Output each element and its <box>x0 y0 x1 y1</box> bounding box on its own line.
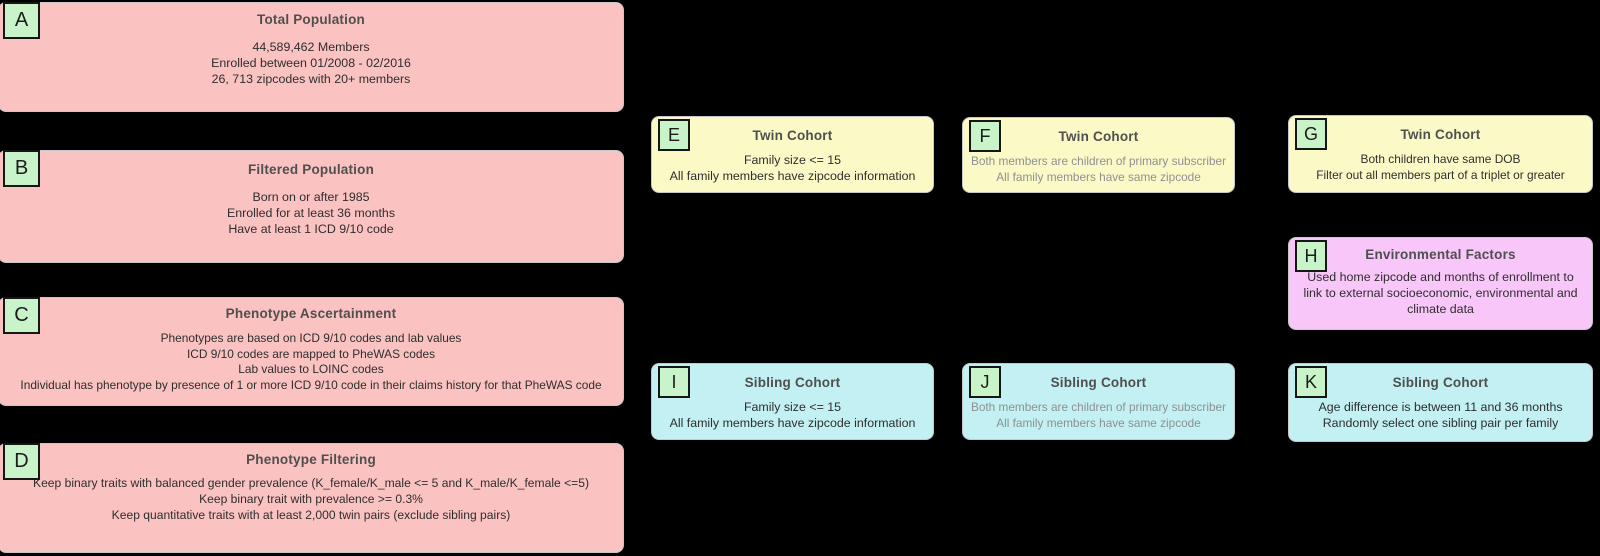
node-body: Family size <= 15 All family members hav… <box>652 152 933 184</box>
node-title: Twin Cohort <box>1400 127 1481 142</box>
node-body: Age difference is between 11 and 36 mont… <box>1289 399 1592 431</box>
node-filtered-population: B Filtered Population Born on or after 1… <box>0 150 624 263</box>
node-title: Phenotype Filtering <box>246 452 376 467</box>
node-title: Filtered Population <box>247 162 375 177</box>
node-text-line: Both members are children of primary sub… <box>970 400 1227 414</box>
node-label-f: F <box>969 120 1001 152</box>
node-text-line: ICD 9/10 codes are mapped to PheWAS code… <box>186 346 436 361</box>
node-label-k: K <box>1295 366 1327 398</box>
node-text-line: Keep binary traits with balanced gender … <box>33 476 589 490</box>
node-text-line: All family members have same zipcode <box>996 416 1201 430</box>
node-body: Used home zipcode and months of enrollme… <box>1289 269 1592 317</box>
node-body: Keep binary traits with balanced gender … <box>0 475 623 523</box>
node-body: 44,589,462 Members Enrolled between 01/2… <box>0 39 623 87</box>
node-phenotype-filtering: D Phenotype Filtering Keep binary traits… <box>0 443 624 553</box>
node-sibling-cohort-i: I Sibling Cohort Family size <= 15 All f… <box>651 363 934 440</box>
node-body: Phenotypes are based on ICD 9/10 codes a… <box>0 331 623 393</box>
node-text-line: All family members have same zipcode <box>996 170 1201 184</box>
node-text-line: Family size <= 15 <box>743 400 842 414</box>
node-text-line: Have at least 1 ICD 9/10 code <box>228 222 394 236</box>
node-text-line: Randomly select one sibling pair per fam… <box>1322 416 1559 430</box>
node-text-line: Filter out all members part of a triplet… <box>1316 168 1565 182</box>
node-label-j: J <box>969 366 1001 398</box>
node-text-line: 44,589,462 Members <box>252 40 370 54</box>
node-text-line: link to external socioeconomic, environm… <box>1303 286 1578 300</box>
node-text-line: Enrolled for at least 36 months <box>226 206 396 220</box>
node-text-line: Keep binary trait with prevalence >= 0.3… <box>199 492 423 506</box>
node-body: Both members are children of primary sub… <box>963 399 1234 431</box>
node-text-line: Age difference is between 11 and 36 mont… <box>1318 400 1563 414</box>
node-title: Environmental Factors <box>1365 247 1516 262</box>
node-title: Twin Cohort <box>1058 129 1139 144</box>
node-title: Twin Cohort <box>752 128 833 143</box>
node-twin-cohort-f: F Twin Cohort Both members are children … <box>962 117 1235 193</box>
node-total-population: A Total Population 44,589,462 Members En… <box>0 2 624 112</box>
node-title: Sibling Cohort <box>1392 375 1489 390</box>
node-twin-cohort-e: E Twin Cohort Family size <= 15 All fami… <box>651 116 934 193</box>
node-text-line: Keep quantitative traits with at least 2… <box>111 508 511 522</box>
node-label-b: B <box>3 150 40 187</box>
node-phenotype-ascertainment: C Phenotype Ascertainment Phenotypes are… <box>0 297 624 406</box>
node-text-line: Lab values to LOINC codes <box>238 362 384 376</box>
node-body: Both members are children of primary sub… <box>963 153 1234 185</box>
node-sibling-cohort-j: J Sibling Cohort Both members are childr… <box>962 363 1235 440</box>
node-text-line: Family size <= 15 <box>743 153 842 167</box>
node-twin-cohort-g: G Twin Cohort Both children have same DO… <box>1288 115 1593 193</box>
node-sibling-cohort-k: K Sibling Cohort Age difference is betwe… <box>1288 363 1593 442</box>
node-text-line: Used home zipcode and months of enrollme… <box>1307 270 1574 284</box>
node-text-line: Both members are children of primary sub… <box>970 154 1227 168</box>
node-text-line: Individual has phenotype by presence of … <box>20 377 602 392</box>
node-label-i: I <box>658 366 690 398</box>
node-title: Total Population <box>257 12 365 27</box>
node-text-line: Both children have same DOB <box>1360 152 1521 166</box>
node-text-line: climate data <box>1407 302 1474 316</box>
node-text-line: Enrolled between 01/2008 - 02/2016 <box>211 56 411 70</box>
node-body: Born on or after 1985 Enrolled for at le… <box>0 189 623 237</box>
node-body: Both children have same DOB Filter out a… <box>1289 151 1592 183</box>
node-body: Family size <= 15 All family members hav… <box>652 399 933 431</box>
node-label-a: A <box>3 2 40 39</box>
node-text-line: Phenotypes are based on ICD 9/10 codes a… <box>160 331 462 345</box>
node-text-line: 26, 713 zipcodes with 20+ members <box>211 72 411 86</box>
node-label-h: H <box>1295 240 1327 272</box>
node-label-e: E <box>658 119 690 151</box>
node-title: Sibling Cohort <box>1050 375 1147 390</box>
node-label-g: G <box>1295 118 1327 150</box>
node-label-d: D <box>3 443 40 480</box>
node-title: Phenotype Ascertainment <box>225 306 397 321</box>
node-environmental-factors: H Environmental Factors Used home zipcod… <box>1288 237 1593 330</box>
node-text-line: All family members have zipcode informat… <box>669 169 916 183</box>
node-title: Sibling Cohort <box>744 375 841 390</box>
node-text-line: Born on or after 1985 <box>252 190 370 204</box>
node-label-c: C <box>3 297 40 334</box>
node-text-line: All family members have zipcode informat… <box>669 416 916 430</box>
